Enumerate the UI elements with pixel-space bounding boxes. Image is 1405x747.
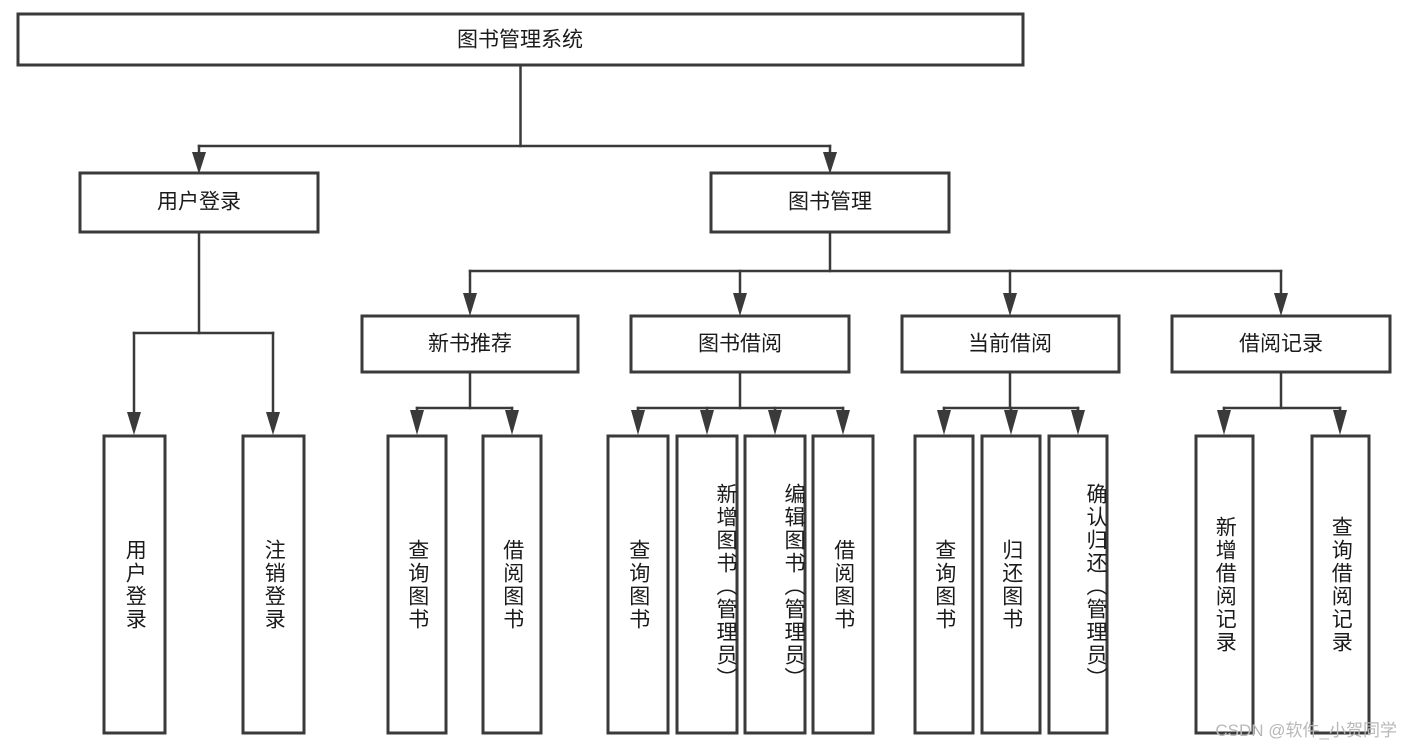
node-box-leaf-user-login-1[interactable] [102,434,167,735]
connector-group-root [192,63,837,174]
node-box-leaf-user-login-2[interactable] [241,434,306,735]
arrow-head-bookborrow-l4 [836,410,850,435]
node-box-leaf-currentborrow-1[interactable] [913,434,975,735]
node-box-leaf-bookborrow-1[interactable] [606,434,670,735]
node-box-leaf-newbook-1[interactable] [386,434,448,735]
arrow-head-bookborrow-l3 [768,410,782,435]
arrow-head-borrowrecord [1274,293,1288,316]
node-label-book-management: 图书管理 [788,191,872,214]
connector-group-userlogin [127,230,280,435]
node-box-book-borrow[interactable] [629,314,851,374]
node-box-borrow-record[interactable] [1170,314,1392,374]
node-box-leaf-newbook-2[interactable] [481,434,543,735]
node-box-leaf-currentborrow-2[interactable] [980,434,1042,735]
node-box-current-borrow[interactable] [900,314,1121,374]
node-box-leaf-borrowrecord-1[interactable] [1194,434,1255,735]
connector-group-borrowrecord [1217,370,1347,435]
arrow-head-userlogin [192,152,206,174]
connector-group-currentborrow [937,370,1085,435]
node-label-root: 图书管理系统 [457,29,583,52]
arrow-head-bookborrow-l1 [631,410,645,435]
connector-group-bookmgmt [463,230,1288,316]
arrow-head-bookmgmt [823,152,837,174]
arrow-head-userlogin-leaf1 [127,412,141,435]
connector-group-newbook [410,370,519,435]
arrow-head-bookborrow [733,293,747,316]
node-label-user-login: 用户登录 [157,191,241,214]
node-box-leaf-bookborrow-3[interactable] [743,434,807,735]
node-box-leaf-currentborrow-3[interactable] [1047,434,1109,735]
node-box-leaf-bookborrow-4[interactable] [811,434,875,735]
arrow-head-borrowrecord-l2 [1333,410,1347,435]
arrow-head-borrowrecord-l1 [1217,410,1231,435]
arrow-head-currentborrow-l3 [1071,410,1085,435]
connector-group-bookborrow [631,370,850,435]
node-label-current-borrow: 当前借阅 [968,333,1052,356]
arrow-head-currentborrow-l2 [1004,410,1018,435]
node-box-book-management[interactable] [709,171,951,234]
arrow-head-currentborrow [1003,293,1017,316]
node-label-book-borrow: 图书借阅 [698,333,782,356]
node-box-user-login[interactable] [78,171,320,234]
arrow-head-bookborrow-l2 [700,410,714,435]
arrow-head-newbook-l1 [410,410,424,435]
arrow-head-currentborrow-l1 [937,410,951,435]
node-label-borrow-record: 借阅记录 [1239,333,1323,356]
node-box-leaf-bookborrow-2[interactable] [675,434,739,735]
node-box-new-book-recommend[interactable] [360,314,580,374]
arrow-head-newbook [463,293,477,316]
csdn-watermark: CSDN @软件_小贺同学 [1215,721,1397,740]
node-box-leaf-borrowrecord-2[interactable] [1310,434,1371,735]
arrow-head-userlogin-leaf2 [266,412,280,435]
node-label-new-book-recommend: 新书推荐 [428,333,512,356]
arrow-head-newbook-l2 [505,410,519,435]
node-box-root[interactable] [16,12,1025,67]
